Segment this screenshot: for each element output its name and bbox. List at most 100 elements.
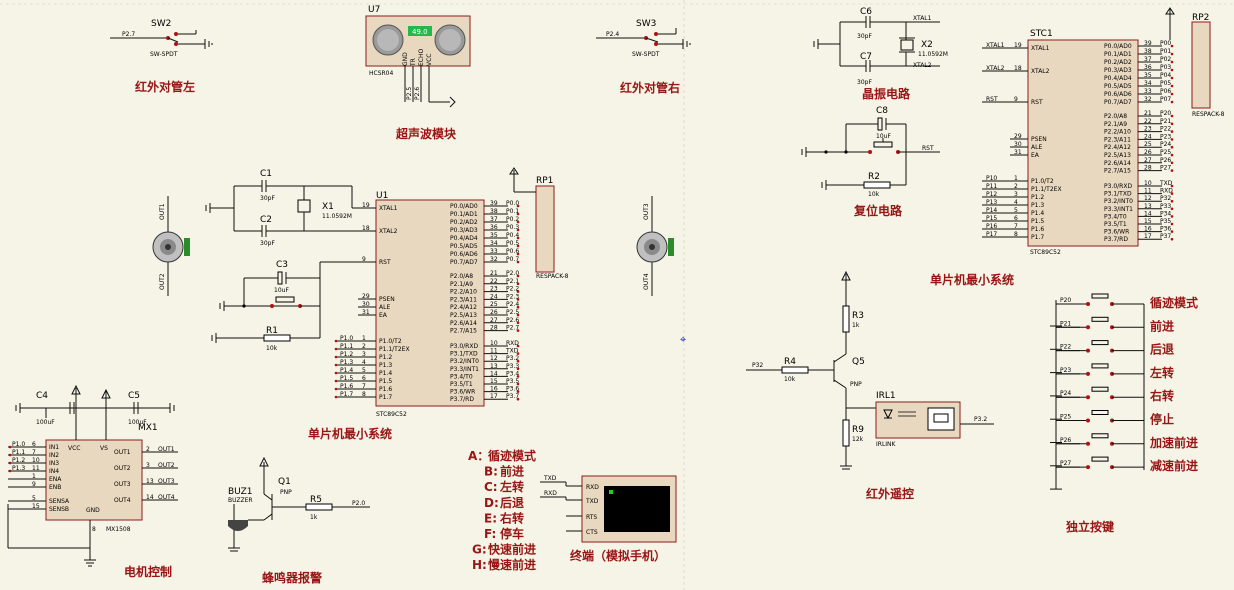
mx1-driver[interactable]: MX1 VCC VS GND 8 MX1508 IN16P1.0IN27P1.1… [7,384,178,567]
stc1-pin-39-name: P0.0/AD0 [1104,43,1132,50]
reset-circuit[interactable]: C8 10uF RST R2 10k [801,106,940,198]
u1-lnet-P1.6: P1.6 [340,383,353,390]
stc1-net-P26: P26 [1160,157,1171,164]
stc1-net-P27: P27 [1160,165,1171,172]
u1-pin-21-name: P2.0/A8 [450,273,473,280]
stc1-pin-36-name: P0.3/AD3 [1104,67,1132,74]
caption-ir-right: 红外对管右 [620,80,680,95]
u1-pin-38-name: P0.1/AD1 [450,211,478,218]
stc1-left-pins: XTAL119XTAL218RST9PSEN29ALE30EA31P1.0/T2… [982,42,1062,241]
c7-ref: C7 [860,52,872,62]
terminal-pin-txd: TXD [585,498,599,505]
stc1-pin-35-name: P0.4/AD4 [1104,75,1132,82]
u1-net-P0.7: P0.7 [506,256,519,263]
virtual-terminal[interactable]: TXD RXD RXD TXD RTS CTS [540,475,677,543]
terminal-pin-rxd: RXD [586,484,599,491]
stc1-lnet-P12: P12 [986,191,997,198]
u1-pin-26-num: 26 [490,309,498,316]
stc1-pin-29-num: 29 [1014,133,1022,140]
r2-ref: R2 [868,172,880,182]
u1-pin-12-name: P3.2/INT0 [450,358,479,365]
c4-c5-capacitors[interactable]: C4 100uF C5 100uF [15,391,175,426]
stc1-pin-8-name: P1.7 [1031,234,1044,241]
mx1-pin-1-num: 1 [32,473,36,480]
u1-net-P0.2: P0.2 [506,216,519,223]
sw2-switch[interactable]: SW2 P2.7 SW-SPDT [110,19,213,58]
u1-net-P2.6: P2.6 [506,317,519,324]
u1-pin-39-name: P0.0/AD0 [450,203,478,210]
u1-pin-30-num: 30 [362,301,370,308]
irl1-part: IRLINK [876,441,897,448]
u1-pin-4-name: P1.3 [379,362,392,369]
r5-value: 1k [310,514,318,521]
stc1-pin-30-num: 30 [1014,141,1022,148]
u1-pin-33-name: P0.6/AD6 [450,251,478,258]
u1-lnet-P1.5: P1.5 [340,375,353,382]
u1-pin-25-num: 25 [490,301,498,308]
command-key-2: C: [484,480,498,494]
button-label-p25: 停止 [1150,412,1174,427]
button-net-p20: P20 [1060,297,1071,304]
command-key-1: B: [484,465,498,479]
u1-net-RXD: RXD [506,340,519,347]
sw2-ref: SW2 [151,19,171,29]
stc1-pin-26-num: 26 [1144,149,1152,156]
sw3-switch[interactable]: SW3 P2.4 SW-SPDT [596,19,691,58]
button-label-p20: 循迹模式 [1150,295,1198,310]
u1-pin-17-num: 17 [490,393,498,400]
c3-value: 10uF [274,287,289,294]
rp1-respack[interactable]: RP1 RESPACK-8 [509,167,569,280]
u1-pin-27-name: P2.6/A14 [450,320,477,327]
u1-pin-23-num: 23 [490,286,498,293]
stc1-lnet-P16: P16 [986,223,997,230]
c2-value: 30pF [260,240,275,247]
caption-terminal: 终端（模拟手机） [570,548,666,563]
stc1-lnet-P14: P14 [986,207,997,214]
mx1-pin-3-num: 3 [146,462,150,469]
mx1-pin-15-num: 15 [32,503,40,510]
u1-pin-1-name: P1.0/T2 [379,338,402,345]
mx1-net-P1.0: P1.0 [12,441,25,448]
u1-net-P3.6: P3.6 [506,386,519,393]
sw3-ref: SW3 [636,19,656,29]
c6-ref: C6 [860,7,872,17]
rp2-respack[interactable]: RP2 RESPACK-8 [1165,7,1225,118]
u1-pin-2-num: 2 [362,343,366,350]
u1-pin-7-name: P1.6 [379,386,392,393]
mx1-left-pins: IN16P1.0IN27P1.1IN310P1.2IN411P1.3ENA1EN… [8,441,70,513]
button-net-p27: P27 [1060,460,1071,467]
u1-pin-8-num: 8 [362,391,366,398]
u1-pin-22-name: P2.1/A9 [450,281,473,288]
stc1-pin-22-name: P2.1/A9 [1104,121,1127,128]
stc1-pin-38-num: 38 [1144,48,1152,55]
ir-remote-circuit[interactable]: R3 1k Q5 PNP P32 R4 10k R9 12k IRL1 IRLI… [746,270,994,470]
u1-mcu[interactable]: U1 STC89C52 XTAL119XTAL218RST9PSEN29ALE3… [334,191,520,418]
u7-hcsr04[interactable]: U7 49.0 HCSR04 GND TR ECHO VCC P2.5 P2.6 [365,5,471,108]
mx1-net-out1: OUT1 [158,446,175,453]
buzzer-circuit[interactable]: BUZ1 BUZZER Q1 PNP R5 1k P2.0 [228,456,370,552]
crystal-circuit[interactable]: C6 30pF XTAL1 C7 30pF XTAL2 X2 11.0592M [813,7,948,86]
button-row-p20[interactable]: P20 循迹模式 [1050,293,1198,327]
stc1-pin-7-num: 7 [1014,223,1018,230]
sw3-type: SW-SPDT [632,51,660,58]
button-net-p22: P22 [1060,344,1071,351]
stc1-mcu[interactable]: STC1 STC89C52 XTAL119XTAL218RST9PSEN29AL… [982,29,1174,256]
u1-support-circuit[interactable]: C1 30pF C2 30pF X1 11.0592M C3 10uF [205,169,376,352]
stc1-part: STC89C52 [1030,249,1061,256]
u7-pin-tr: TR [410,58,417,67]
u1-pin-8-name: P1.7 [379,394,392,401]
crystal-net-xtal2: XTAL2 [913,62,932,69]
command-key-5: F: [484,527,496,541]
u1-net-P2.5: P2.5 [506,309,519,316]
u1-net-P2.3: P2.3 [506,293,519,300]
